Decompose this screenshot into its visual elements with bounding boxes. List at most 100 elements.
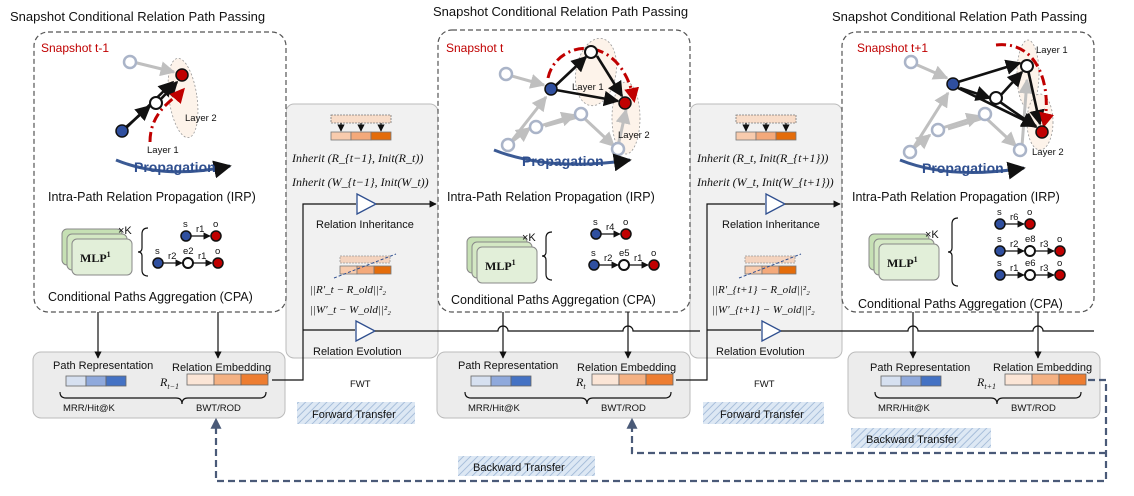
- backward-transfer: Backward Transfer Backward Transfer: [210, 378, 1108, 483]
- path-node: [1054, 245, 1066, 257]
- snapshot-label-3: Snapshot t+1: [857, 41, 928, 55]
- graph3-layer-a: Layer 1: [1036, 45, 1068, 56]
- snapshot-header-1: Snapshot Conditional Relation Path Passi…: [10, 9, 265, 24]
- object-label: o: [213, 219, 218, 230]
- fwt-label-2: FWT: [754, 379, 775, 390]
- source-label: s: [183, 219, 188, 230]
- bridge1-loss-w: ||W′_t − W_old||²₂: [310, 304, 391, 316]
- bridge1-loss-r: ||R′_t − R_old||²₂: [310, 284, 386, 296]
- graph-snapshot-3: Layer 1 Layer 2: [902, 39, 1068, 160]
- path-node: [1024, 245, 1036, 257]
- relation-evolution-1: Relation Evolution: [313, 346, 402, 358]
- path-node: [590, 228, 602, 240]
- forward-transfer-label-2: Forward Transfer: [720, 409, 804, 421]
- source-label: s: [997, 207, 1002, 218]
- cpa-label-3: Conditional Paths Aggregation (CPA): [858, 297, 1063, 311]
- graph-snapshot-1: Layer 2 Layer 1: [115, 54, 217, 156]
- irp-label-2: Intra-Path Relation Propagation (IRP): [447, 190, 655, 204]
- bridge2-inherit-r: Inherit (R_t, Init(R_{t+1})): [696, 151, 828, 165]
- graph2-layer-a: Layer 1: [572, 82, 604, 93]
- path-node: [1054, 269, 1066, 281]
- source-label: s: [997, 258, 1002, 269]
- cpa-label-2: Conditional Paths Aggregation (CPA): [451, 293, 656, 307]
- relation-label: r1: [196, 224, 204, 235]
- path-rep-label-2: Path Representation: [458, 360, 558, 372]
- bridge-panel-1: [285, 103, 439, 359]
- source-label: s: [997, 234, 1002, 245]
- propagation-label-1: Propagation: [134, 159, 216, 175]
- relation-inheritance-1: Relation Inheritance: [316, 219, 414, 231]
- entity-label: e5: [619, 248, 630, 259]
- object-label: o: [1027, 207, 1032, 218]
- metric2-1: BWT/ROD: [196, 403, 241, 414]
- path-node: [212, 257, 224, 269]
- r-sym-2: R: [575, 375, 584, 389]
- times-k-1: ×K: [118, 225, 132, 237]
- relation-inheritance-2: Relation Inheritance: [722, 219, 820, 231]
- rel-emb-label-1: Relation Embedding: [172, 362, 271, 374]
- svg-text:Rt−1: Rt−1: [159, 375, 179, 391]
- propagation-1: Propagation: [115, 158, 232, 179]
- mlp-label-3: MLP: [887, 256, 914, 270]
- path-node: [180, 230, 192, 242]
- relation-label: r2: [1010, 239, 1018, 250]
- mlp-sup-3: 1: [914, 255, 918, 264]
- bridge2-inherit-w: Inherit (W_t, Init(W_{t+1})): [696, 175, 834, 189]
- irp-label-3: Intra-Path Relation Propagation (IRP): [852, 190, 1060, 204]
- mlp-stack-3: MLP1 ×K: [868, 217, 959, 287]
- output-box-3: Path Representation Relation Embedding R…: [847, 351, 1101, 419]
- cpa-label-1: Conditional Paths Aggregation (CPA): [48, 290, 253, 304]
- graph-snapshot-2: Layer 1 Layer 2: [498, 37, 650, 157]
- r-sym-3: R: [976, 375, 985, 389]
- entity-label: e8: [1025, 234, 1036, 245]
- path-node: [152, 257, 164, 269]
- r-sub-2: t: [583, 382, 586, 391]
- relation-label: r1: [198, 251, 206, 262]
- relation-label: r4: [606, 222, 614, 233]
- r-sym-1: R: [159, 375, 168, 389]
- metric1-2: MRR/Hit@K: [468, 403, 521, 414]
- entity-label: e2: [183, 246, 194, 257]
- path-node: [210, 230, 222, 242]
- propagation-label-2: Propagation: [522, 153, 604, 169]
- path-node: [1024, 218, 1036, 230]
- source-label: s: [593, 217, 598, 228]
- path-rep-label-3: Path Representation: [870, 362, 970, 374]
- bridge1-inherit-r: Inherit (R_{t−1}, Init(R_t)): [291, 151, 423, 165]
- mlp-label-1: MLP: [80, 251, 107, 265]
- relation-label: r2: [604, 253, 612, 264]
- object-label: o: [1057, 234, 1062, 245]
- bridge1-inherit-w: Inherit (W_{t−1}, Init(W_t)): [291, 175, 429, 189]
- path-node: [994, 269, 1006, 281]
- r-sub-3: t+1: [984, 382, 996, 391]
- mlp-sup-2: 1: [512, 258, 516, 267]
- times-k-3: ×K: [925, 229, 939, 241]
- relation-label: r1: [1010, 263, 1018, 274]
- mlp-sup-1: 1: [107, 250, 111, 259]
- rel-emb-label-3: Relation Embedding: [993, 362, 1092, 374]
- object-label: o: [623, 217, 628, 228]
- relation-label: r3: [1040, 239, 1048, 250]
- graph2-layer-b: Layer 2: [618, 130, 650, 141]
- relation-label: r1: [634, 253, 642, 264]
- relation-label: r3: [1040, 263, 1048, 274]
- path-node: [182, 257, 194, 269]
- bridge-1-contents: Inherit (R_{t−1}, Init(R_t)) Inherit (W_…: [291, 114, 429, 358]
- bridge-panel-2: [689, 103, 843, 359]
- snapshot-label-2: Snapshot t: [446, 41, 504, 55]
- graph3-layer-b: Layer 2: [1032, 147, 1064, 158]
- object-label: o: [651, 248, 656, 259]
- svg-text:Rt+1: Rt+1: [976, 375, 996, 391]
- fwt-label-1: FWT: [350, 379, 371, 390]
- snapshot-label-1: Snapshot t-1: [41, 41, 109, 55]
- bridge2-loss-r: ||R′_{t+1} − R_old||²₂: [712, 284, 810, 296]
- bridge-2-contents: Inherit (R_t, Init(R_{t+1})) Inherit (W_…: [696, 114, 834, 358]
- path-node: [648, 259, 660, 271]
- source-label: s: [591, 248, 596, 259]
- connectors: [94, 200, 1094, 381]
- bridge2-loss-w: ||W′_{t+1} − W_old||²₂: [712, 304, 815, 316]
- backward-transfer-label-2: Backward Transfer: [473, 462, 565, 474]
- metric1-3: MRR/Hit@K: [878, 403, 931, 414]
